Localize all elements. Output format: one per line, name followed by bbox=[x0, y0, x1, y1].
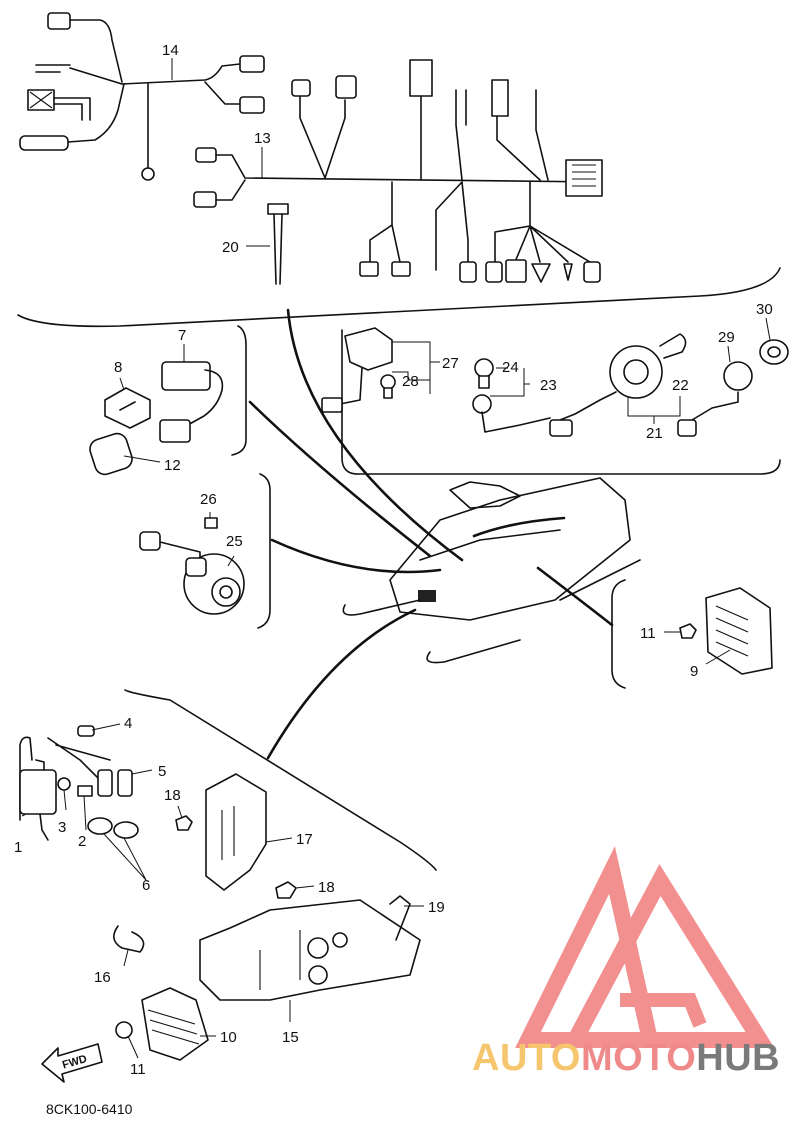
leader-upper-left bbox=[248, 400, 432, 558]
callout-7: 7 bbox=[178, 327, 186, 344]
leader-bottom bbox=[266, 608, 417, 760]
leader-rectifier bbox=[536, 566, 614, 627]
callout-10: 10 bbox=[220, 1029, 237, 1046]
callout-leaders bbox=[21, 58, 771, 1059]
ignition-coil-group bbox=[19, 725, 139, 841]
callout-26: 26 bbox=[200, 491, 217, 508]
callout-17: 17 bbox=[296, 831, 313, 848]
callout-30: 30 bbox=[756, 301, 773, 318]
bracket-cover-group bbox=[113, 773, 421, 1061]
watermark-logo bbox=[515, 846, 775, 1048]
callout-8: 8 bbox=[114, 359, 122, 376]
watermark-part-moto: MOTO bbox=[580, 1037, 697, 1079]
callout-3: 3 bbox=[58, 819, 66, 836]
leader-right-panel bbox=[472, 516, 566, 538]
callout-29: 29 bbox=[718, 329, 735, 346]
relay-and-sensor-group bbox=[89, 361, 224, 476]
callout-11b: 11 bbox=[130, 1061, 146, 1078]
callout-25: 25 bbox=[226, 533, 243, 550]
callout-19: 19 bbox=[428, 899, 445, 916]
bottom-section-border bbox=[124, 689, 437, 871]
callout-18a: 18 bbox=[164, 787, 181, 804]
snowmobile bbox=[342, 477, 641, 664]
callout-27: 27 bbox=[442, 355, 459, 372]
cable-tie-20 bbox=[267, 203, 289, 285]
callout-6: 6 bbox=[142, 877, 150, 894]
fwd-arrow: FWD bbox=[41, 1043, 103, 1083]
callout-18b: 18 bbox=[318, 879, 335, 896]
regulator-9 bbox=[679, 587, 773, 675]
logo-g bbox=[620, 993, 707, 1028]
leader-switch bbox=[270, 538, 442, 574]
callout-14: 14 bbox=[162, 42, 179, 59]
callout-24: 24 bbox=[502, 359, 519, 376]
main-switch-25 bbox=[139, 517, 245, 615]
callout-9: 9 bbox=[690, 663, 698, 680]
callout-12: 12 bbox=[164, 457, 181, 474]
left-bracket-1 bbox=[231, 325, 247, 456]
top-section-border bbox=[17, 267, 781, 328]
harness-14 bbox=[19, 12, 265, 181]
watermark-part-auto: AUTO bbox=[472, 1037, 581, 1079]
callout-28: 28 bbox=[402, 373, 419, 390]
callout-5: 5 bbox=[158, 763, 166, 780]
callout-23: 23 bbox=[540, 377, 557, 394]
left-bracket-2 bbox=[257, 473, 271, 629]
right-bracket bbox=[611, 579, 626, 689]
harness-13 bbox=[193, 59, 603, 283]
callout-11a: 11 bbox=[640, 625, 656, 642]
callout-15: 15 bbox=[282, 1029, 299, 1046]
leader-harness bbox=[286, 308, 464, 562]
callout-22: 22 bbox=[672, 377, 689, 394]
watermark-part-hub: HUB bbox=[696, 1037, 781, 1079]
callout-16: 16 bbox=[94, 969, 111, 986]
watermark-text: AUTOMOTOHUB bbox=[472, 1037, 780, 1080]
callout-2: 2 bbox=[78, 833, 86, 850]
callout-13: 13 bbox=[254, 130, 271, 147]
callout-4: 4 bbox=[124, 715, 132, 732]
callout-20: 20 bbox=[222, 239, 239, 256]
handlebar-switch-group bbox=[321, 327, 789, 437]
callout-1: 1 bbox=[14, 839, 22, 856]
diagram-code: 8CK100-6410 bbox=[46, 1101, 133, 1117]
callout-labels: 1 2 3 4 5 6 7 8 9 11 11 12 13 14 15 16 1… bbox=[14, 42, 773, 1078]
callout-21: 21 bbox=[646, 425, 663, 442]
right-panel-border bbox=[341, 329, 781, 475]
logo-triangle-2 bbox=[561, 864, 775, 1048]
